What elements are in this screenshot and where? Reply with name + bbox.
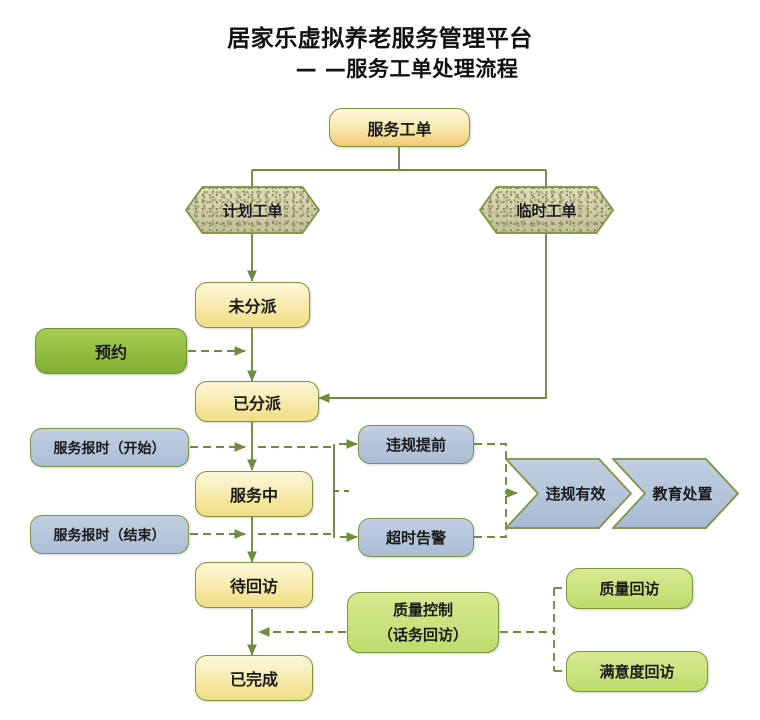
node-violation-valid-label: 违规有效 [545, 485, 606, 503]
node-unassigned[interactable]: 未分派 [195, 282, 310, 328]
node-early-violation-label: 违规提前 [385, 436, 446, 454]
node-reservation[interactable]: 预约 [35, 328, 187, 374]
node-violation-valid[interactable]: 违规有效 [505, 458, 632, 529]
chart-title-block: 居家乐虚拟养老服务管理平台 — —服务工单处理流程 [0, 24, 760, 84]
node-quality-control-label-line2: （话务回访） [377, 625, 468, 644]
node-report-end-label: 服务报时（结束） [53, 527, 166, 544]
node-education[interactable]: 教育处置 [612, 458, 739, 529]
node-timeout-alert-label: 超时告警 [385, 529, 446, 547]
node-unassigned-label: 未分派 [228, 297, 277, 316]
node-education-label: 教育处置 [652, 485, 713, 503]
node-work-order[interactable]: 服务工单 [329, 108, 470, 147]
node-planned-order[interactable]: 计划工单 [185, 186, 320, 234]
node-quality-control-label-line1: 质量控制 [392, 600, 453, 619]
node-reservation-label: 预约 [94, 343, 127, 362]
node-temp-order[interactable]: 临时工单 [479, 186, 614, 234]
node-early-violation[interactable]: 违规提前 [358, 425, 474, 464]
node-satisfaction-label: 满意度回访 [599, 663, 675, 681]
node-completed[interactable]: 已完成 [195, 655, 313, 701]
node-report-start[interactable]: 服务报时（开始） [30, 428, 189, 467]
node-planned-order-label: 计划工单 [222, 201, 283, 220]
node-timeout-alert[interactable]: 超时告警 [358, 518, 474, 557]
node-report-end[interactable]: 服务报时（结束） [30, 515, 189, 554]
node-satisfaction[interactable]: 满意度回访 [566, 651, 708, 692]
node-completed-label: 已完成 [229, 670, 278, 689]
page-subtitle: — —服务工单处理流程 [295, 57, 519, 81]
node-in-service[interactable]: 服务中 [195, 471, 313, 517]
node-assigned[interactable]: 已分派 [195, 381, 319, 422]
node-quality-revisit[interactable]: 质量回访 [566, 568, 693, 609]
node-quality-revisit-label: 质量回访 [599, 580, 660, 598]
page-title: 居家乐虚拟养老服务管理平台 [227, 26, 533, 52]
node-work-order-label: 服务工单 [367, 119, 432, 139]
node-temp-order-label: 临时工单 [516, 201, 577, 220]
node-pending-revisit[interactable]: 待回访 [195, 562, 313, 608]
node-report-start-label: 服务报时（开始） [53, 440, 166, 457]
node-pending-revisit-label: 待回访 [229, 577, 278, 596]
node-in-service-label: 服务中 [229, 486, 278, 505]
node-quality-control[interactable]: 质量控制 （话务回访） [347, 592, 499, 653]
node-assigned-label: 已分派 [232, 393, 281, 413]
